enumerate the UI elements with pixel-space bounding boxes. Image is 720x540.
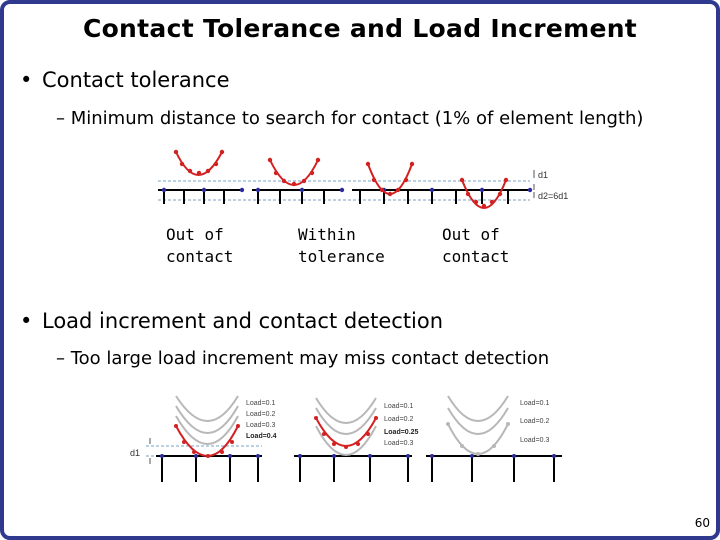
- svg-text:Load=0.3: Load=0.3: [246, 422, 275, 429]
- load-group-1: Load=0.1 Load=0.2 Load=0.3 Load=0.4: [156, 395, 277, 482]
- slide-title: Contact Tolerance and Load Increment: [82, 14, 638, 43]
- svg-text:Load=0.1: Load=0.1: [246, 400, 275, 407]
- contact-tolerance-figure: d1 d2=6d1: [158, 149, 568, 209]
- page-number: 60: [694, 516, 710, 530]
- svg-text:Load=0.25: Load=0.25: [384, 429, 419, 436]
- svg-text:Load=0.3: Load=0.3: [520, 437, 549, 444]
- bullet-contact-tolerance: • Contact tolerance: [20, 68, 230, 92]
- svg-text:Load=0.1: Load=0.1: [384, 403, 413, 410]
- base-surface-1: [158, 189, 242, 204]
- dim-d1-label: d1: [538, 170, 548, 180]
- svg-text:Load=0.2: Load=0.2: [246, 411, 275, 418]
- base-surface-2: [252, 189, 342, 204]
- bullet-dot-icon: •: [20, 309, 33, 333]
- load-group-2: Load=0.1 Load=0.2 Load=0.25 Load=0.3: [294, 397, 419, 482]
- base-surface-3: [352, 189, 530, 204]
- svg-text:Load=0.4: Load=0.4: [246, 433, 277, 440]
- svg-text:Load=0.2: Load=0.2: [520, 418, 549, 425]
- bullet-text: Contact tolerance: [42, 68, 230, 92]
- load-group-3: Load=0.1 Load=0.2 Load=0.3: [426, 395, 562, 482]
- svg-text:Load=0.1: Load=0.1: [520, 400, 549, 407]
- sub-bullet-load-increment: – Too large load increment may miss cont…: [56, 348, 550, 369]
- svg-text:Load=0.3: Load=0.3: [384, 440, 413, 447]
- dim-d2-label: d2=6d1: [538, 191, 568, 201]
- dim-d1-label-2: d1: [130, 448, 140, 458]
- bullet-text: Load increment and contact detection: [42, 309, 444, 333]
- bullet-dot-icon: •: [20, 68, 33, 92]
- svg-text:Load=0.2: Load=0.2: [384, 416, 413, 423]
- bullet-load-increment: • Load increment and contact detection: [20, 309, 443, 333]
- load-increment-figure: d1 Load=0.1 Load=0.2 Load=0.3 Load=0.4: [130, 395, 562, 482]
- sub-bullet-min-distance: – Minimum distance to search for contact…: [56, 108, 644, 129]
